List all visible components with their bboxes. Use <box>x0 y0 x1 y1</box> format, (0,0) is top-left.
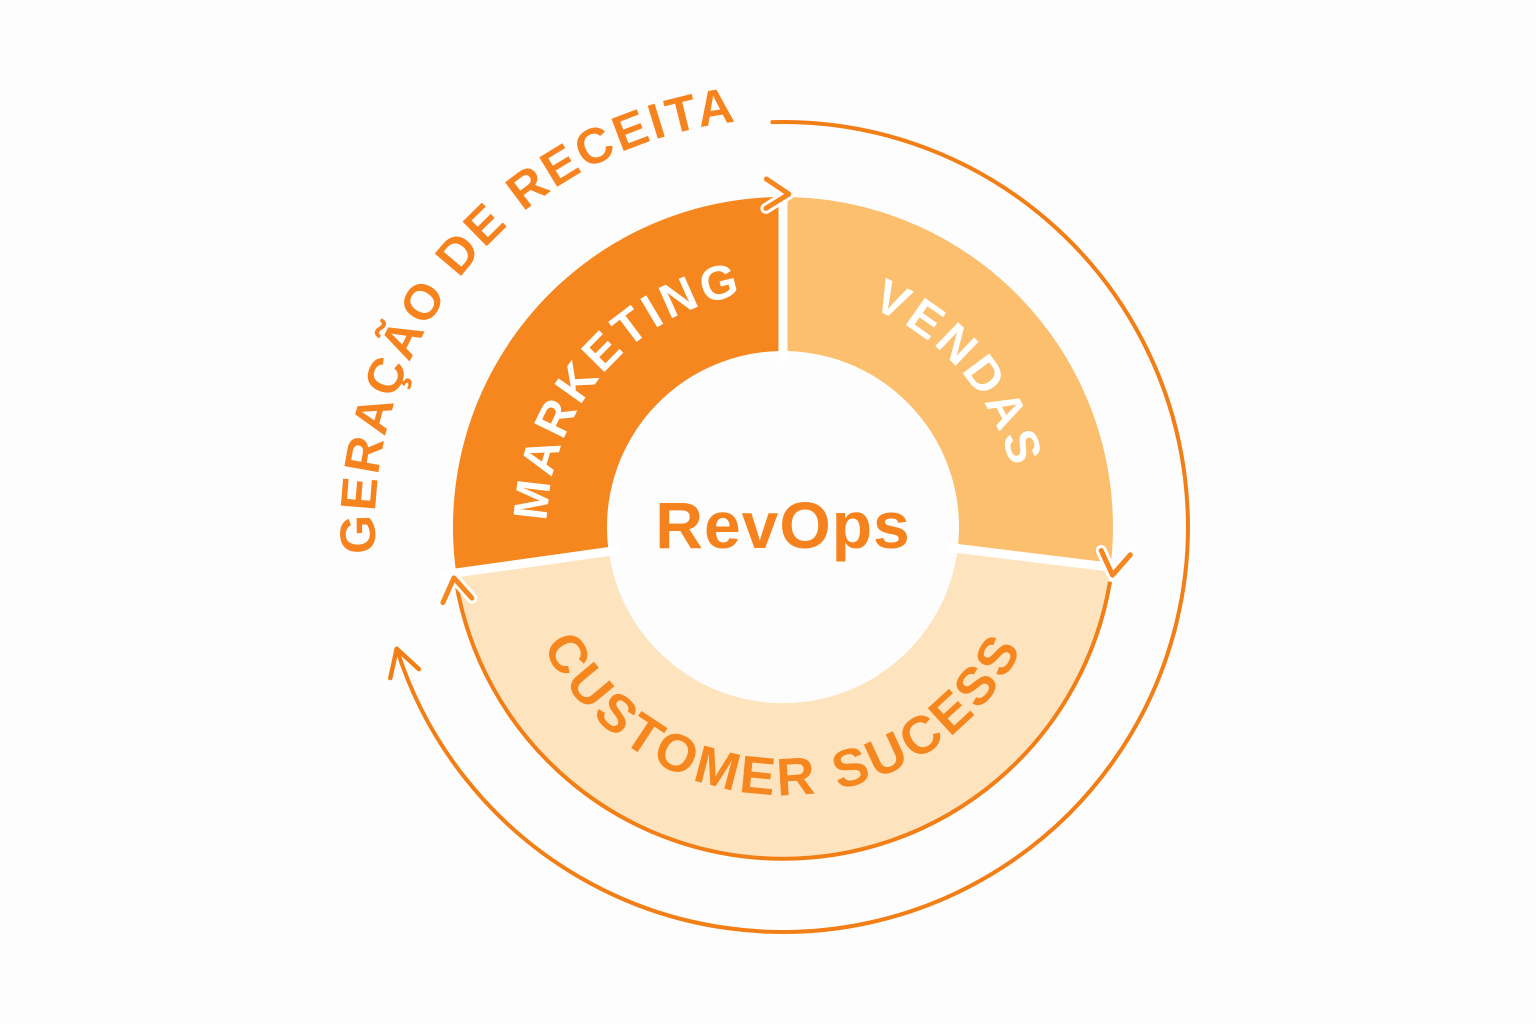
segment-customer-sucess <box>456 548 1111 857</box>
segment-dividers <box>439 180 1127 580</box>
segment-divider <box>945 543 1127 574</box>
center-label-revops: RevOps <box>655 488 910 562</box>
flow-arrow-icon <box>440 575 475 606</box>
segment-vendas <box>783 197 1113 568</box>
flow-arrows <box>437 173 1136 609</box>
outer-cycle-arrowhead-icon <box>388 646 422 681</box>
flow-arrow-icon <box>763 176 792 211</box>
customer-sucess-edge-arc <box>454 581 1112 861</box>
outer-cycle-arc <box>394 120 1190 934</box>
segment-divider <box>439 545 622 580</box>
flow-arrow-icon <box>1098 548 1133 578</box>
segment-marketing <box>452 196 783 573</box>
